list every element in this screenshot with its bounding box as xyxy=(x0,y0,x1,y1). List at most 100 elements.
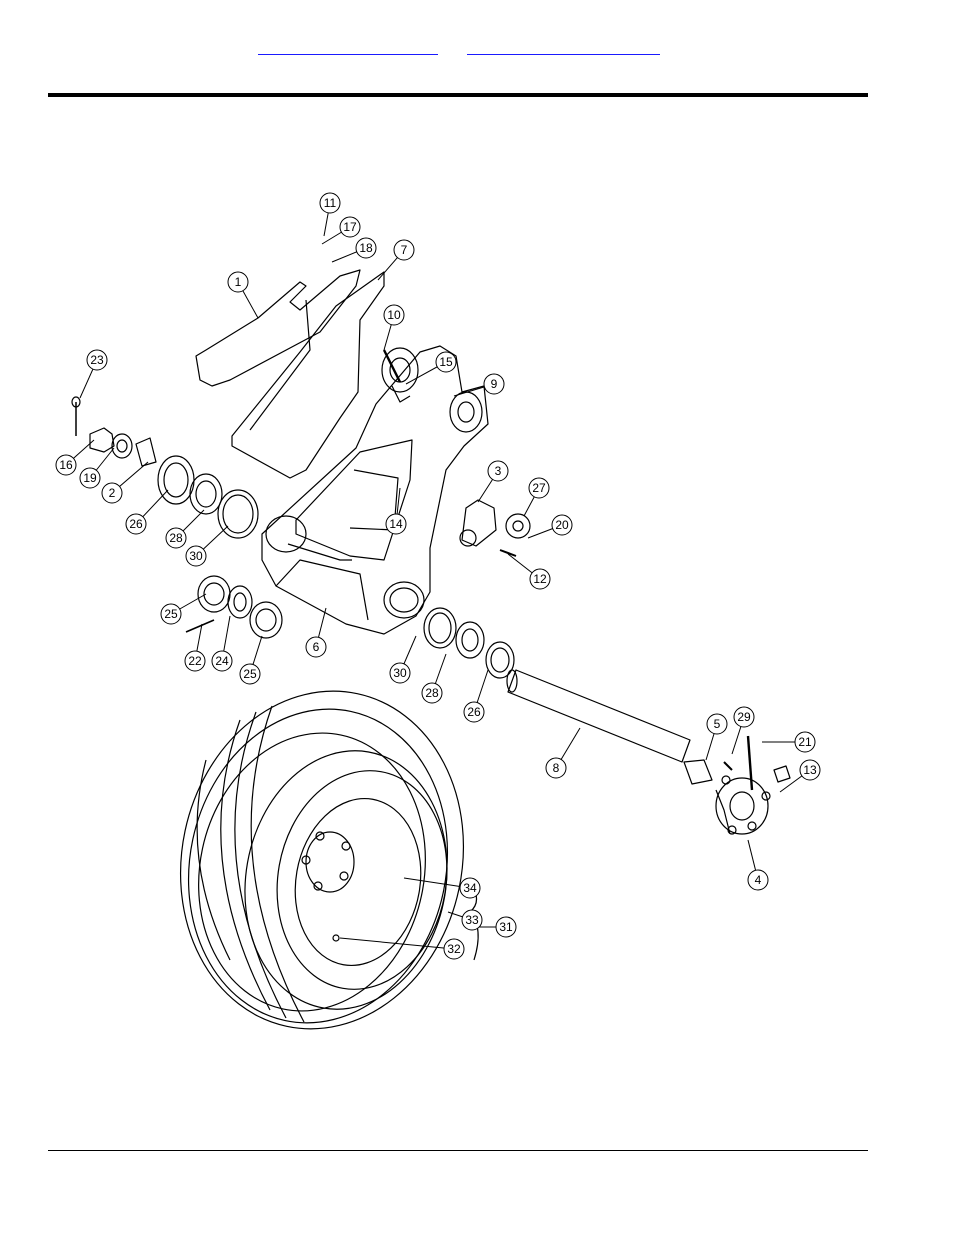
callout-number: 24 xyxy=(215,654,229,668)
callout-bubble xyxy=(461,909,483,931)
axle-shaft xyxy=(507,669,691,763)
callout-bubble xyxy=(733,706,755,728)
callout-c25a: 25 xyxy=(160,593,207,625)
callout-number: 21 xyxy=(798,735,812,749)
callout-number: 34 xyxy=(463,881,477,895)
callout-c32: 32 xyxy=(339,937,465,960)
callout-bubble xyxy=(545,757,567,779)
callout-c23: 23 xyxy=(79,349,108,399)
tire xyxy=(179,690,465,1030)
callout-number: 28 xyxy=(169,531,183,545)
callout-bubble xyxy=(487,460,509,482)
callout-bubble xyxy=(421,682,443,704)
callout-number: 26 xyxy=(467,705,481,719)
callout-c28b: 28 xyxy=(421,653,447,704)
callout-c21: 21 xyxy=(762,731,816,753)
callout-number: 2 xyxy=(109,486,116,500)
callout-number: 1 xyxy=(235,275,242,289)
footer-rule xyxy=(48,1150,868,1151)
callout-number: 17 xyxy=(343,220,357,234)
callout-c15: 15 xyxy=(405,351,457,385)
callout-number: 27 xyxy=(532,481,546,495)
callout-number: 6 xyxy=(313,640,320,654)
callout-bubble xyxy=(185,545,207,567)
callout-number: 3 xyxy=(495,464,502,478)
callout-bubble xyxy=(529,568,551,590)
callout-bubble xyxy=(443,938,465,960)
callout-c6: 6 xyxy=(305,607,327,658)
callout-c26b: 26 xyxy=(463,669,489,723)
callout-number: 5 xyxy=(714,717,721,731)
callout-c8: 8 xyxy=(545,727,581,779)
callout-bubble xyxy=(355,237,377,259)
callout-c20: 20 xyxy=(527,514,573,539)
callout-c18: 18 xyxy=(331,237,377,263)
callout-c31: 31 xyxy=(478,916,517,938)
mounting-panel xyxy=(231,271,385,479)
guard-plate xyxy=(195,269,361,387)
callout-number: 29 xyxy=(737,710,751,724)
callout-bubble xyxy=(239,663,261,685)
callout-number: 13 xyxy=(803,763,817,777)
callout-c30b: 30 xyxy=(389,635,417,684)
callout-bubble xyxy=(393,239,415,261)
callout-bubble xyxy=(747,869,769,891)
callout-bubble xyxy=(706,713,728,735)
callout-bubble xyxy=(483,373,505,395)
callout-bubble xyxy=(55,454,77,476)
arm-frame xyxy=(261,345,489,635)
callout-bubble xyxy=(339,216,361,238)
callout-bubble xyxy=(551,514,573,536)
callout-bubble xyxy=(79,467,101,489)
callout-c1: 1 xyxy=(227,271,259,319)
callout-number: 16 xyxy=(59,458,73,472)
callout-c28a: 28 xyxy=(165,509,205,549)
callout-c4: 4 xyxy=(747,839,769,891)
callout-bubble xyxy=(319,192,341,214)
callout-bubble xyxy=(383,304,405,326)
callout-number: 18 xyxy=(359,241,373,255)
callout-bubble xyxy=(160,603,182,625)
callout-c13: 13 xyxy=(779,759,821,793)
callout-number: 33 xyxy=(465,913,479,927)
callout-number: 14 xyxy=(389,517,403,531)
callout-number: 11 xyxy=(324,196,337,210)
callout-bubble xyxy=(211,650,233,672)
wheel-hub xyxy=(715,777,769,835)
callout-c14: 14 xyxy=(385,487,407,535)
callout-bubble xyxy=(799,759,821,781)
callout-c29: 29 xyxy=(731,706,755,755)
callout-number: 4 xyxy=(755,873,762,887)
callout-bubble xyxy=(435,351,457,373)
callout-bubble xyxy=(385,513,407,535)
callout-c5: 5 xyxy=(705,713,728,761)
callout-bubble xyxy=(528,477,550,499)
callout-bubble xyxy=(227,271,249,293)
callout-c10: 10 xyxy=(383,304,405,351)
callout-bubble xyxy=(389,662,411,684)
callout-number: 22 xyxy=(188,654,202,668)
callout-bubble xyxy=(305,636,327,658)
callout-number: 30 xyxy=(189,549,203,563)
callout-leader xyxy=(403,877,471,889)
callout-c27: 27 xyxy=(523,477,550,517)
callout-number: 19 xyxy=(83,471,97,485)
callout-c16: 16 xyxy=(55,439,95,476)
callout-bubble xyxy=(101,482,123,504)
callout-number: 10 xyxy=(387,308,401,322)
callout-c24: 24 xyxy=(211,615,233,672)
header-link-left[interactable] xyxy=(258,38,438,55)
callout-number: 25 xyxy=(243,667,257,681)
callout-number: 26 xyxy=(129,517,143,531)
header-link-right[interactable] xyxy=(467,38,660,55)
callout-c26a: 26 xyxy=(125,489,169,535)
callout-bubble xyxy=(165,527,187,549)
callout-c7: 7 xyxy=(377,239,415,281)
callout-c12: 12 xyxy=(507,553,551,590)
callout-leader xyxy=(339,937,455,950)
callout-c19: 19 xyxy=(79,447,115,489)
callout-bubble xyxy=(86,349,108,371)
callout-c9: 9 xyxy=(453,373,505,397)
callout-number: 20 xyxy=(555,518,569,532)
